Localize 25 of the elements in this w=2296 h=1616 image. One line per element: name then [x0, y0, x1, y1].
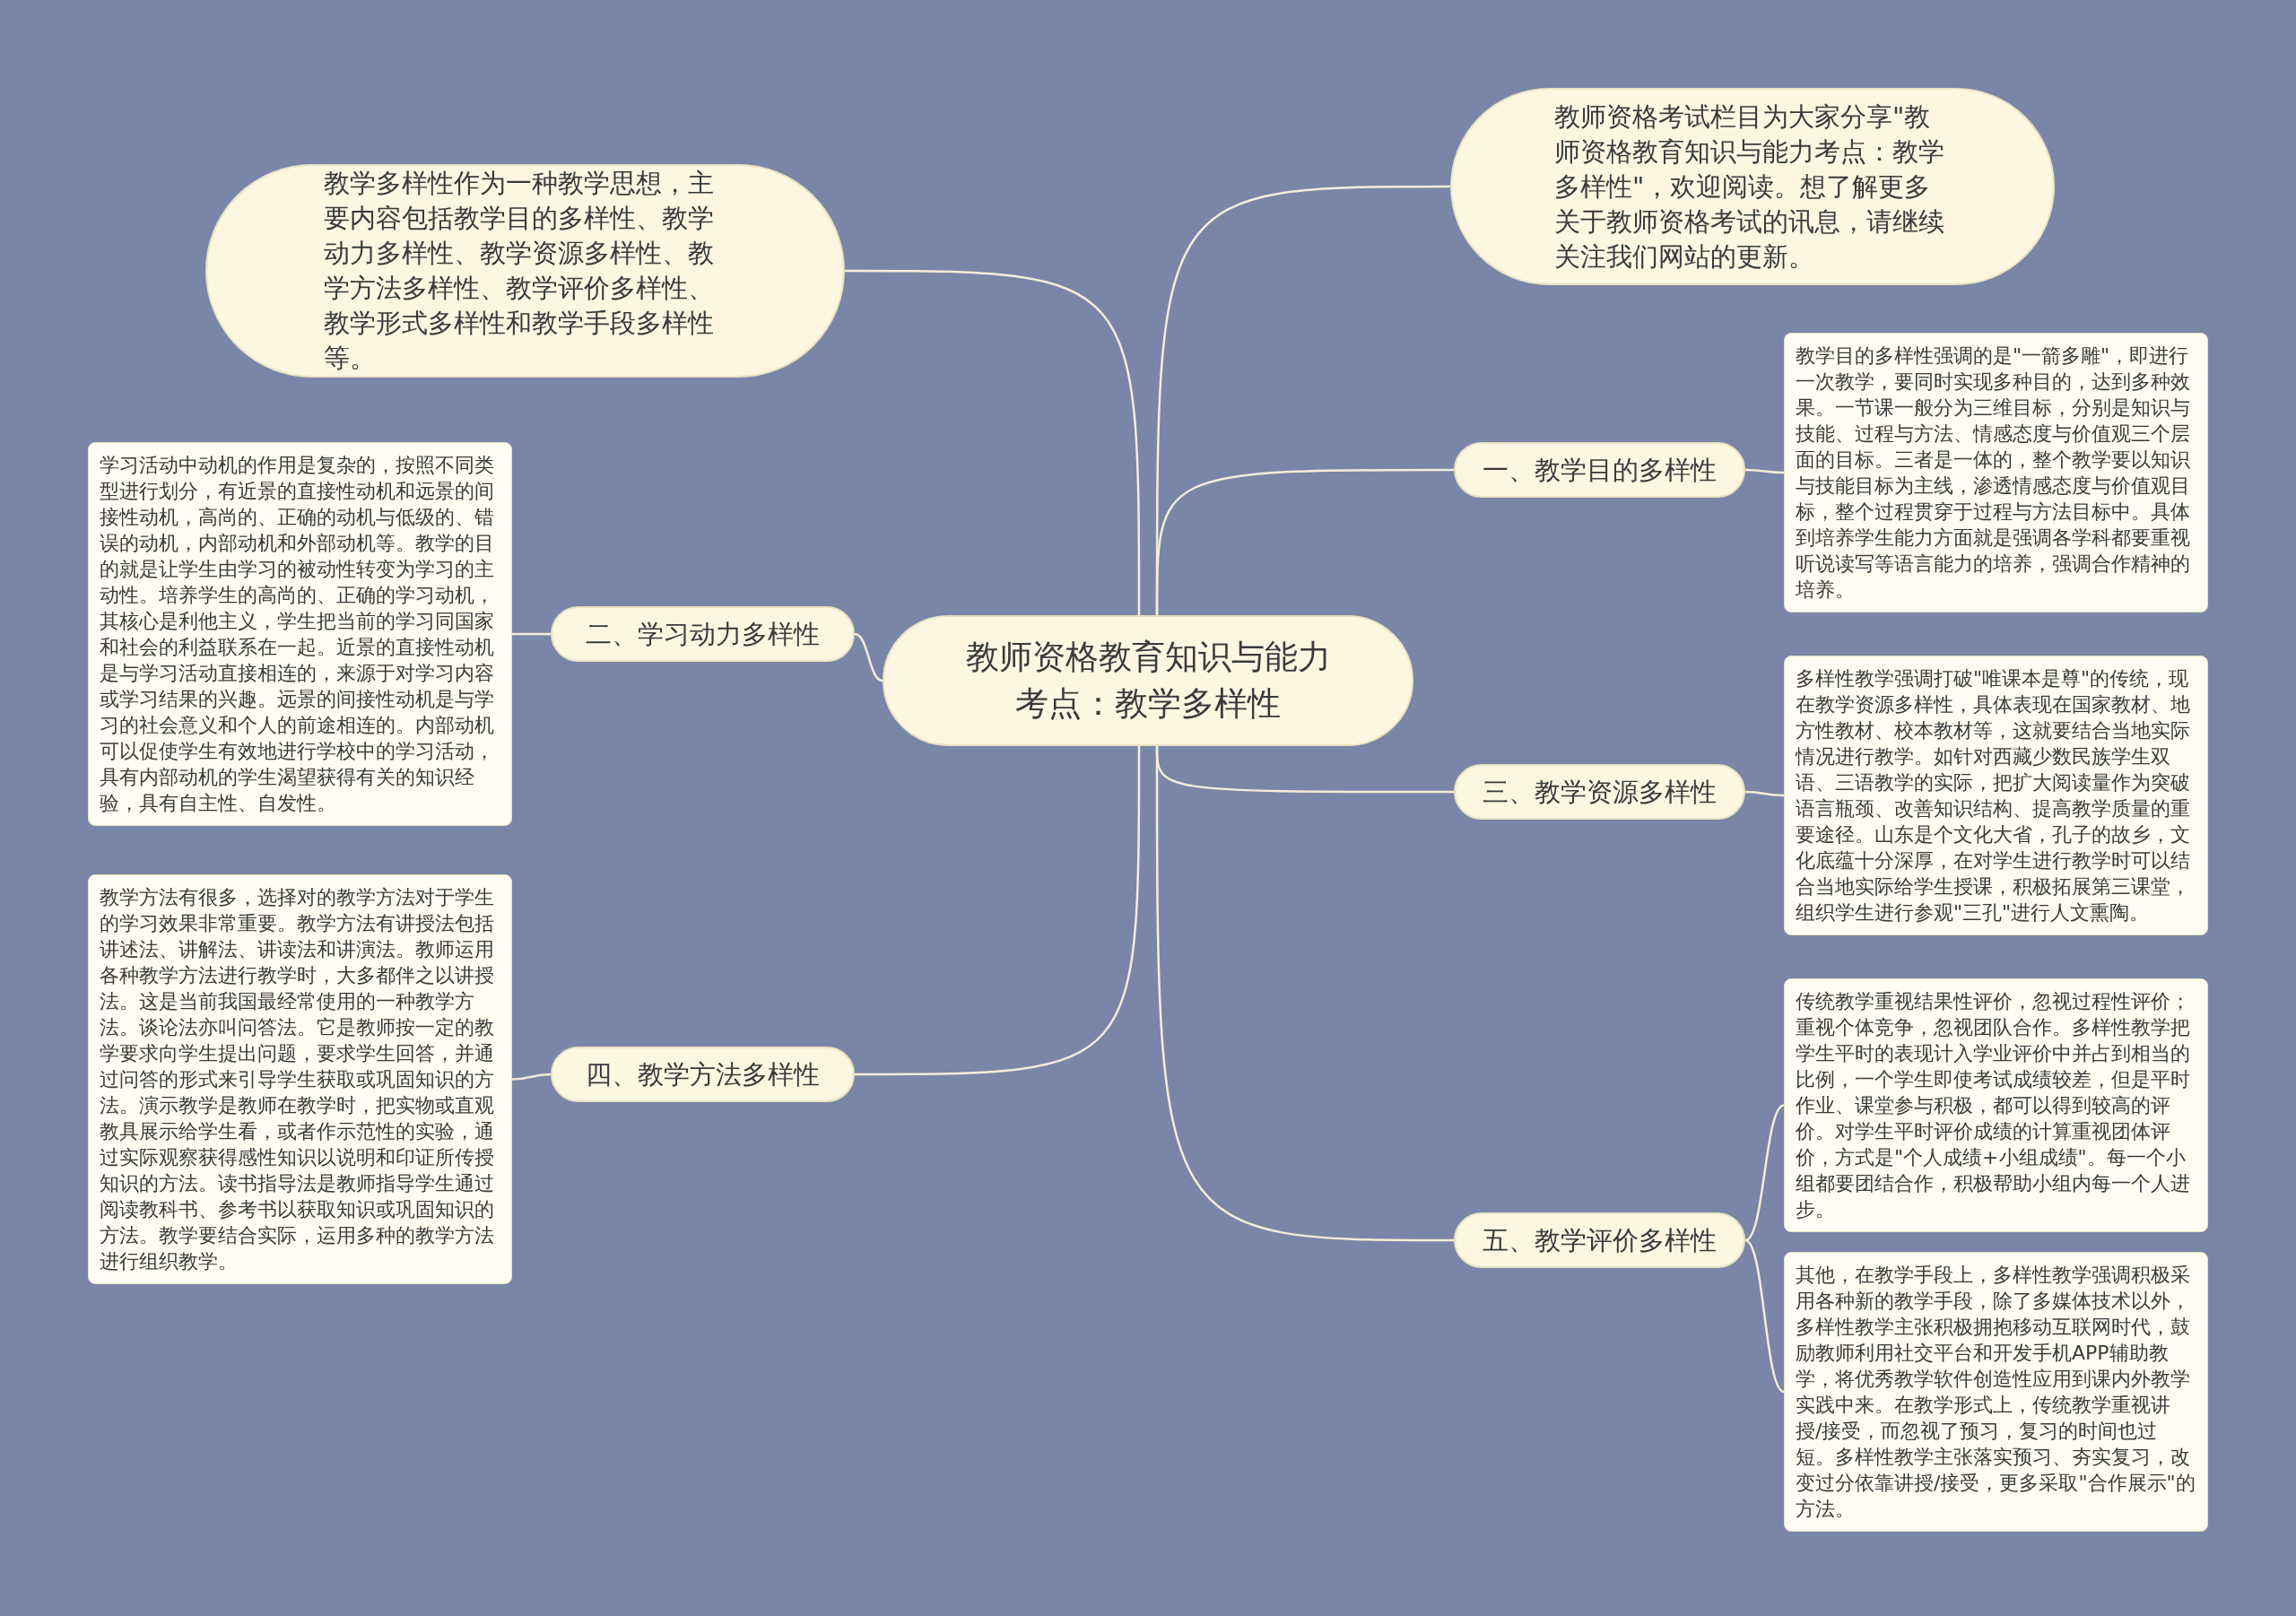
branch-topic-pill: 三、教学资源多样性: [1454, 764, 1745, 820]
detail-card: 其他，在教学手段上，多样性教学强调积极采用各种新的教学手段，除了多媒体技术以外，多样性教学主张积极拥抱移动互联网时代，鼓励教师利用社交平台和开发手机APP辅助教学，将优秀教学软件创造性应用到课内外教学实践中来。在教学形式上，传统教学重视讲授/接受，而忽视了预习，复习的时间也过短。多样性教学主张落实预习、夯实复习，改变过分依靠讲授/接受，更多采取"合作展示"的方法。: [1784, 1252, 2208, 1532]
connector-line: [1744, 1238, 1785, 1394]
connector-line: [1155, 468, 1454, 615]
intro-bubble: 教学多样性作为一种教学思想，主要内容包括教学目的多样性、教学动力多样性、教学资源多样性、教学方法多样性、教学评价多样性、教学形式多样性和教学手段多样性等。: [205, 164, 845, 378]
branch-topic-pill: 一、教学目的多样性: [1454, 442, 1745, 498]
detail-card: 多样性教学强调打破"唯课本是尊"的传统，现在教学资源多样性，具体表现在国家教材、地方性教材、校本教材等，这就要结合当地实际情况进行教学。如针对西藏少数民族学生双语、三语教学的实际，把扩大阅读量作为突破语言瓶颈、改善知识结构、提高教学质量的重要途径。山东是个文化大省，孔子的故乡，文化底蕴十分深厚，在对学生进行教学时可以结合当地实际给学生授课，积极拓展第三课堂，组织学生进行参观"三孔"进行人文熏陶。: [1784, 656, 2208, 935]
connector-line: [512, 632, 551, 636]
connector-line: [1745, 468, 1784, 474]
connector-line: [855, 746, 1141, 1076]
connector-line: [1744, 790, 1785, 797]
central-topic-pill: 教师资格教育知识与能力考点：教学多样性: [883, 615, 1413, 746]
detail-card: 传统教学重视结果性评价，忽视过程性评价；重视个体竞争，忽视团队合作。多样性教学把学生平时的表现计入学业评价中并占到相当的比例，一个学生即使考试成绩较差，但是平时作业、课堂参与积极，都可以得到较高的评价。对学生平时评价成绩的计算重视团体评价，方式是"个人成绩+小组成绩"。每一个小组都要团结合作，积极帮助小组内每一个人进步。: [1784, 978, 2208, 1232]
connector-line: [1155, 746, 1454, 1242]
connector-line: [854, 632, 883, 682]
connector-line: [511, 1073, 552, 1081]
connector-line: [1744, 1104, 1785, 1242]
branch-topic-pill: 五、教学评价多样性: [1454, 1212, 1745, 1268]
connector-line: [845, 269, 1141, 615]
branch-topic-pill: 四、教学方法多样性: [551, 1047, 855, 1102]
detail-card: 学习活动中动机的作用是复杂的，按照不同类型进行划分，有近景的直接性动机和远景的间接性动机，高尚的、正确的动机与低级的、错误的动机，内部动机和外部动机等。教学的目的就是让学生由学习的被动性转变为学习的主动性。培养学生的高尚的、正确的学习动机，其核心是利他主义，学生把当前的学习同国家和社会的利益联系在一起。近景的直接性动机是与学习活动直接相连的，来源于对学习内容或学习结果的兴趣。远景的间接性动机是与学习的社会意义和个人的前途相连的。内部动机可以促使学生有效地进行学校中的学习活动，具有内部动机的学生渴望获得有关的知识经验，具有自主性、自发性。: [88, 442, 512, 826]
detail-card: 教学方法有很多，选择对的教学方法对于学生的学习效果非常重要。教学方法有讲授法包括讲述法、讲解法、讲读法和讲演法。教师运用各种教学方法进行教学时，大多都伴之以讲授法。这是当前我国最经常使用的一种教学方法。谈论法亦叫问答法。它是教师按一定的教学要求向学生提出问题，要求学生回答，并通过问答的形式来引导学生获取或巩固知识的方法。演示教学是教师在教学时，把实物或直观教具展示给学生看，或者作示范性的实验，通过实际观察获得感性知识以说明和印证所传授知识的方法。读书指导法是教师指导学生通过阅读教科书、参考书以获取知识或巩固知识的方法。教学要结合实际，运用多种的教学方法进行组织教学。: [88, 874, 512, 1284]
intro-bubble: 教师资格考试栏目为大家分享"教师资格教育知识与能力考点：教学多样性"，欢迎阅读。想了解更多关于教师资格考试的讯息，请继续关注我们网站的更新。: [1450, 88, 2055, 285]
branch-topic-pill: 二、学习动力多样性: [551, 606, 855, 662]
detail-card: 教学目的多样性强调的是"一箭多雕"，即进行一次教学，要同时实现多种目的，达到多种效果。一节课一般分为三维目标，分别是知识与技能、过程与方法、情感态度与价值观三个层面的目标。三者是一体的，整个教学要以知识与技能目标为主线，渗透情感态度与价值观目标，整个过程贯穿于过程与方法目标中。具体到培养学生能力方面就是强调各学科都要重视听说读写等语言能力的培养，强调合作精神的培养。: [1784, 333, 2208, 613]
